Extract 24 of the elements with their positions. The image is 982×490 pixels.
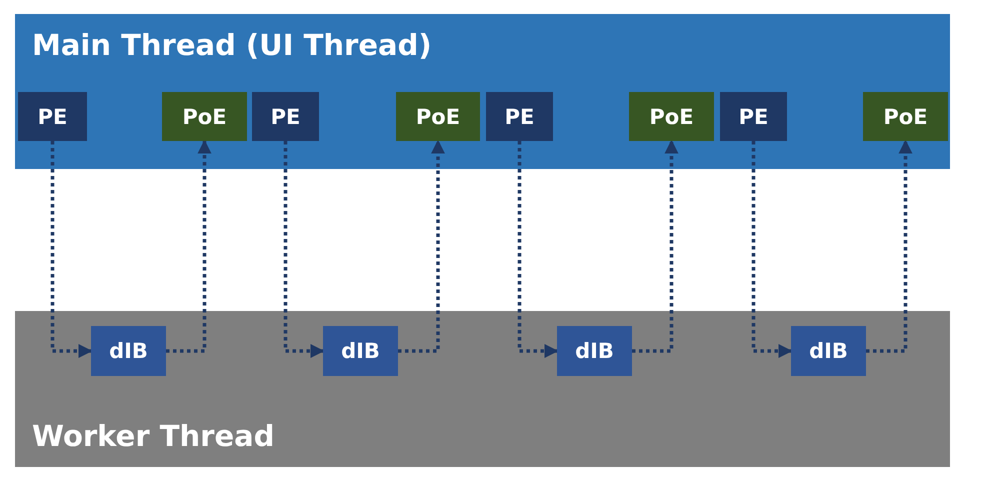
dotted-arrow [632, 140, 678, 353]
dotted-arrow [50, 141, 92, 358]
process-box: dIB [791, 326, 866, 376]
dotted-arrow [398, 140, 445, 353]
process-box: PoE [396, 92, 480, 141]
lane-title: Worker Thread [32, 419, 274, 453]
thread-lane [15, 311, 950, 467]
lane-title: Main Thread (UI Thread) [32, 28, 432, 62]
dotted-arrow [518, 141, 558, 358]
process-box: PE [18, 92, 87, 141]
process-box: dIB [323, 326, 398, 376]
process-box: PE [252, 92, 319, 141]
process-box: PoE [863, 92, 948, 141]
process-box: PoE [629, 92, 714, 141]
process-box: dIB [557, 326, 632, 376]
dotted-arrow [752, 141, 792, 358]
dotted-arrow [866, 140, 912, 353]
process-box: dIB [91, 326, 166, 376]
process-box: PE [720, 92, 787, 141]
dotted-arrow [284, 141, 324, 358]
dotted-arrow [166, 140, 212, 353]
process-box: PoE [162, 92, 247, 141]
process-box: PE [486, 92, 553, 141]
thread-lane [15, 14, 950, 169]
